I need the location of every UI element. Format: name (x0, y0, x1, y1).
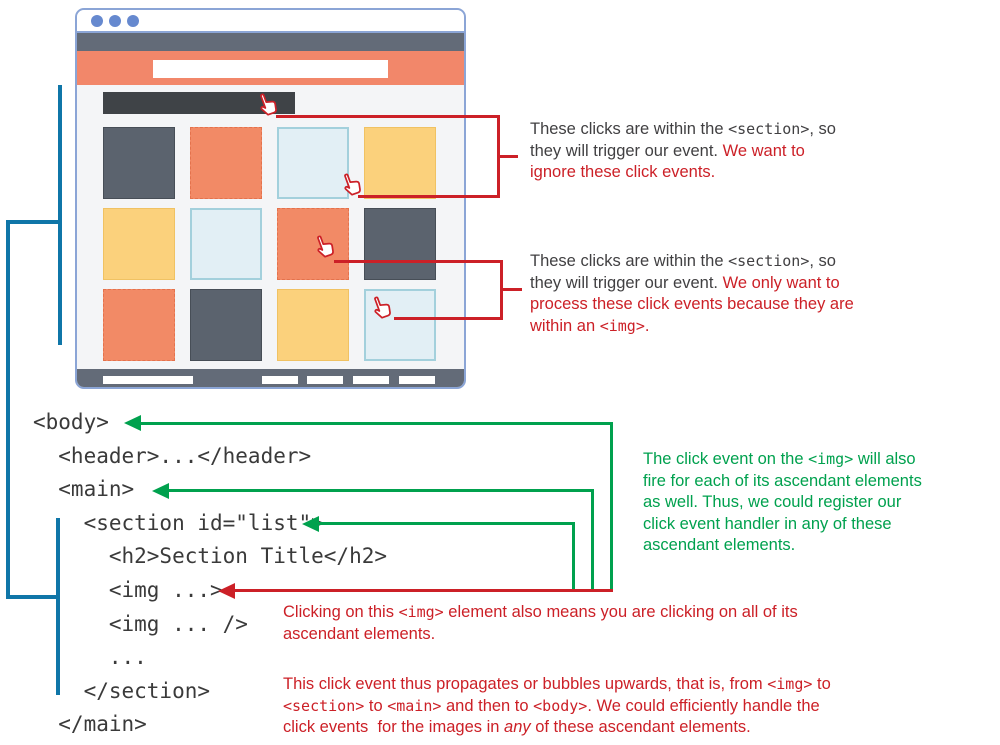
click-connector-line (334, 260, 503, 263)
arrow-to-body-line (140, 422, 613, 425)
grid-image-blue (277, 127, 349, 199)
arrow-to-body (124, 415, 141, 431)
click-connector-line (358, 195, 500, 198)
grid-image-orange (103, 289, 175, 361)
grid-image-gray (103, 127, 175, 199)
arrow-to-section (302, 516, 319, 532)
arrow-to-section-line (318, 522, 575, 525)
arrow-to-main-line (168, 489, 594, 492)
annotation-clicking-img: Clicking on this <img> element also mean… (283, 603, 798, 643)
window-control-dot (127, 14, 139, 27)
footer-bar (353, 376, 389, 384)
grid-image-yellow (277, 289, 349, 361)
page-header (77, 51, 464, 85)
bracket-connector-top (6, 220, 62, 224)
footer-bar (307, 376, 343, 384)
bracket-connector-bottom (6, 595, 60, 599)
grid-image-gray (190, 289, 262, 361)
bracket-outer-vertical (6, 220, 10, 599)
image-grid (103, 127, 436, 361)
hand-cursor-icon (260, 93, 277, 116)
grid-image-orange (190, 127, 262, 199)
browser-window (75, 8, 466, 389)
section-title-bar (103, 92, 295, 114)
search-input (153, 60, 388, 78)
page-footer (77, 369, 464, 387)
arrow-to-section-line (572, 522, 575, 592)
footer-bar (103, 376, 193, 384)
grid-image-yellow (364, 127, 436, 199)
page-content (77, 85, 464, 369)
click-connector-stub (500, 155, 518, 158)
grid-image-orange (277, 208, 349, 280)
click-connector-stub (503, 288, 522, 291)
bracket-section-mockup-span (58, 85, 62, 345)
hand-cursor-icon (344, 173, 361, 196)
annotation-ignore-clicks: These clicks are within the <section>, s… (530, 120, 836, 181)
arrow-to-img-line (234, 589, 613, 592)
footer-bar (399, 376, 435, 384)
click-connector-line (500, 260, 503, 320)
hand-cursor-icon (317, 235, 334, 258)
annotation-propagation: This click event thus propagates or bubb… (283, 675, 831, 736)
arrow-to-main-line (591, 489, 594, 592)
footer-bar (262, 376, 298, 384)
navbar (77, 33, 464, 51)
click-connector-line (276, 115, 500, 118)
click-connector-line (497, 115, 500, 198)
arrow-to-body-line (610, 422, 613, 592)
code-listing: <body> <header>...</header> <main> <sect… (33, 410, 388, 737)
click-connector-line (394, 317, 503, 320)
grid-image-yellow (103, 208, 175, 280)
arrow-to-img (218, 583, 235, 599)
grid-image-blue (190, 208, 262, 280)
arrow-to-main (152, 483, 169, 499)
annotation-process-clicks: These clicks are within the <section>, s… (530, 252, 854, 335)
window-titlebar (77, 10, 464, 33)
bracket-section-code-span (56, 518, 60, 695)
window-control-dot (109, 14, 121, 27)
grid-image-gray (364, 208, 436, 280)
hand-cursor-icon (374, 296, 391, 319)
window-control-dot (91, 14, 103, 27)
